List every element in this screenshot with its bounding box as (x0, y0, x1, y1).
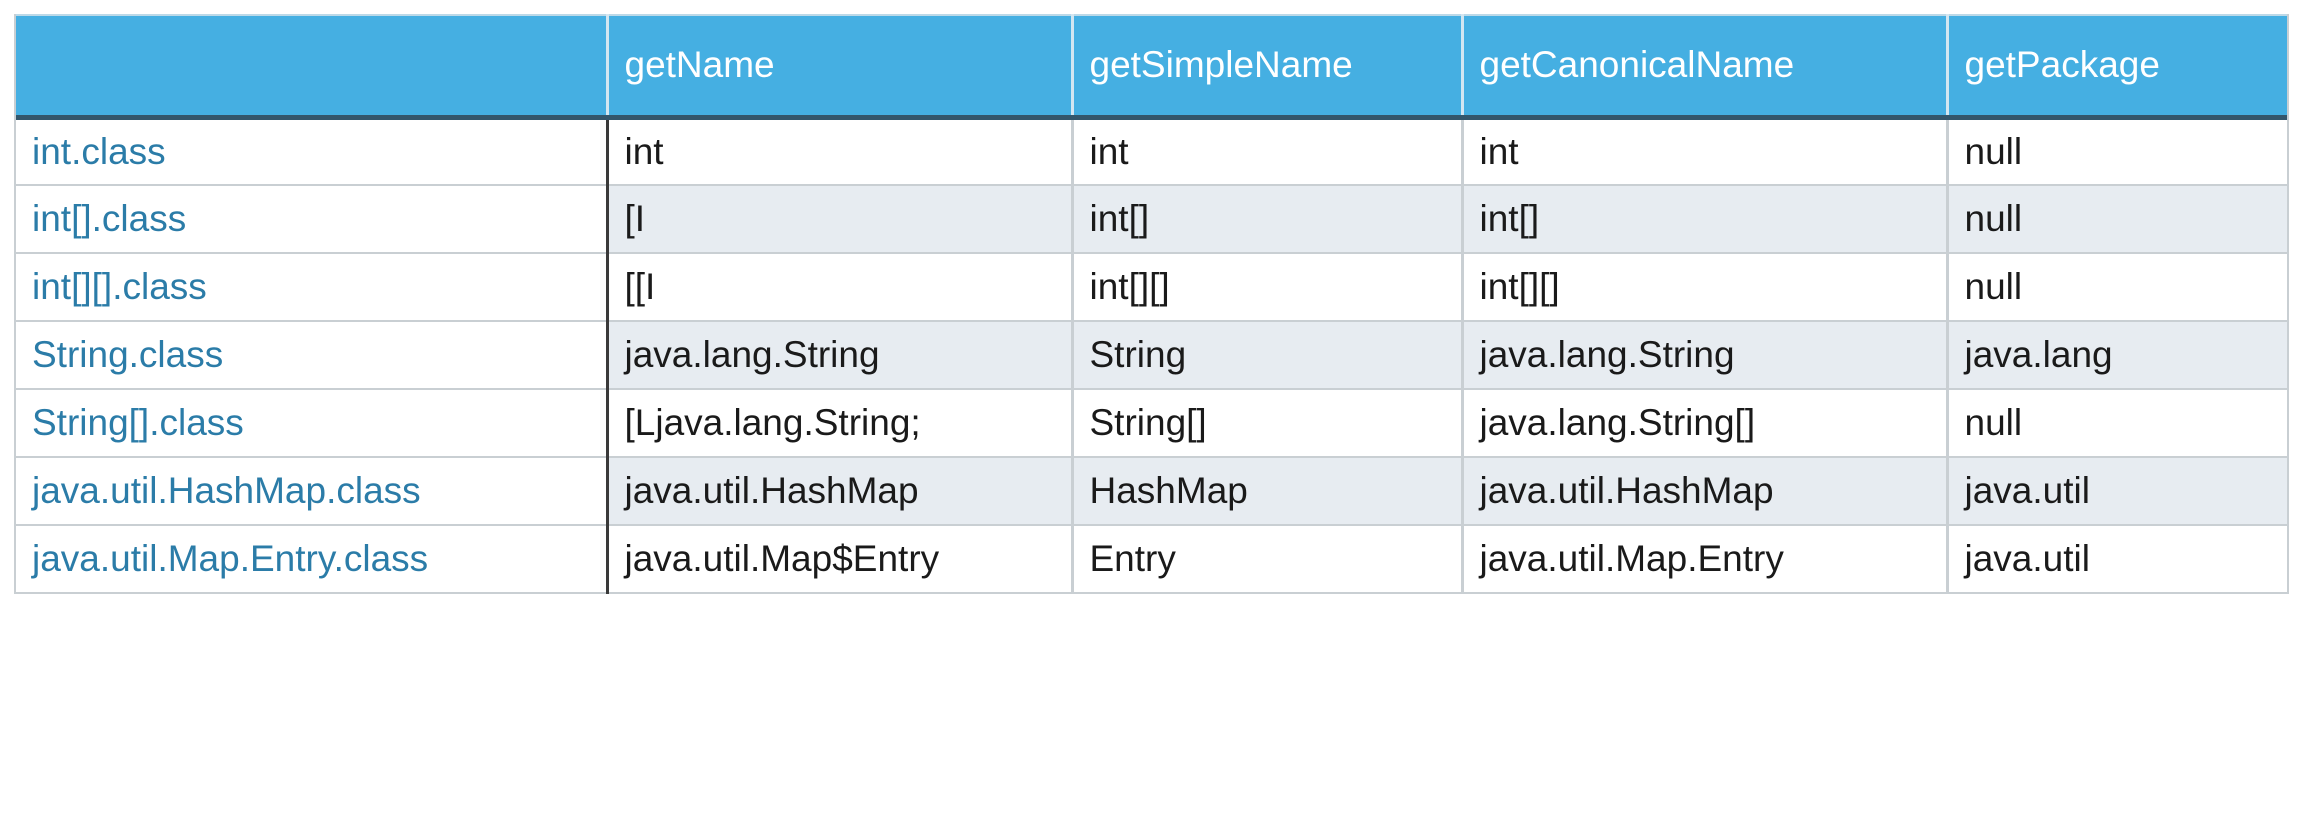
reflection-class-methods-table-container: getName getSimpleName getCanonicalName g… (14, 14, 2289, 594)
cell-expression: int[].class (16, 185, 609, 254)
cell-getcanonicalname: int[] (1462, 185, 1949, 254)
cell-getcanonicalname: java.lang.String (1462, 321, 1949, 390)
cell-getname: java.util.Map$Entry (607, 525, 1074, 594)
cell-expression: int[][].class (16, 253, 609, 322)
column-header-getsimplename: getSimpleName (1070, 14, 1462, 120)
cell-getpackage: java.util (1947, 457, 2287, 526)
table-row: int[].class [I int[] int[] null (16, 185, 2287, 254)
cell-expression: String.class (16, 321, 609, 390)
column-header-getname: getName (605, 14, 1072, 120)
cell-getpackage: java.util (1947, 525, 2287, 594)
cell-getsimplename: Entry (1072, 525, 1464, 594)
column-header-getcanonicalname: getCanonicalName (1460, 14, 1947, 120)
cell-getname: [I (607, 185, 1074, 254)
cell-getsimplename: String[] (1072, 389, 1464, 458)
cell-getcanonicalname: java.lang.String[] (1462, 389, 1949, 458)
cell-getname: int (607, 117, 1074, 186)
cell-expression: int.class (16, 117, 609, 186)
cell-getsimplename: String (1072, 321, 1464, 390)
table-row: String[].class [Ljava.lang.String; Strin… (16, 389, 2287, 458)
cell-getpackage: null (1947, 185, 2287, 254)
cell-getsimplename: int (1072, 117, 1464, 186)
cell-getcanonicalname: int[][] (1462, 253, 1949, 322)
cell-getcanonicalname: int (1462, 117, 1949, 186)
cell-getpackage: java.lang (1947, 321, 2287, 390)
cell-getcanonicalname: java.util.HashMap (1462, 457, 1949, 526)
cell-getname: [[I (607, 253, 1074, 322)
column-header-expression (16, 14, 608, 120)
cell-expression: String[].class (16, 389, 609, 458)
cell-getsimplename: HashMap (1072, 457, 1464, 526)
cell-getsimplename: int[] (1072, 185, 1464, 254)
cell-expression: java.util.Map.Entry.class (16, 525, 609, 594)
cell-getpackage: null (1947, 389, 2287, 458)
column-header-getpackage: getPackage (1945, 14, 2287, 120)
cell-getname: java.util.HashMap (607, 457, 1074, 526)
cell-getname: java.lang.String (607, 321, 1074, 390)
table-row: int.class int int int null (16, 117, 2287, 186)
cell-getcanonicalname: java.util.Map.Entry (1462, 525, 1949, 594)
cell-getsimplename: int[][] (1072, 253, 1464, 322)
table-row: int[][].class [[I int[][] int[][] null (16, 253, 2287, 322)
reflection-class-methods-table: getName getSimpleName getCanonicalName g… (16, 14, 2287, 594)
table-row: java.util.Map.Entry.class java.util.Map$… (16, 525, 2287, 594)
cell-expression: java.util.HashMap.class (16, 457, 609, 526)
table-header-row: getName getSimpleName getCanonicalName g… (16, 14, 2287, 120)
table-header: getName getSimpleName getCanonicalName g… (16, 14, 2287, 120)
cell-getpackage: null (1947, 253, 2287, 322)
table-body: int.class int int int null int[].class [… (16, 117, 2287, 594)
cell-getpackage: null (1947, 117, 2287, 186)
cell-getname: [Ljava.lang.String; (607, 389, 1074, 458)
table-row: java.util.HashMap.class java.util.HashMa… (16, 457, 2287, 526)
table-row: String.class java.lang.String String jav… (16, 321, 2287, 390)
